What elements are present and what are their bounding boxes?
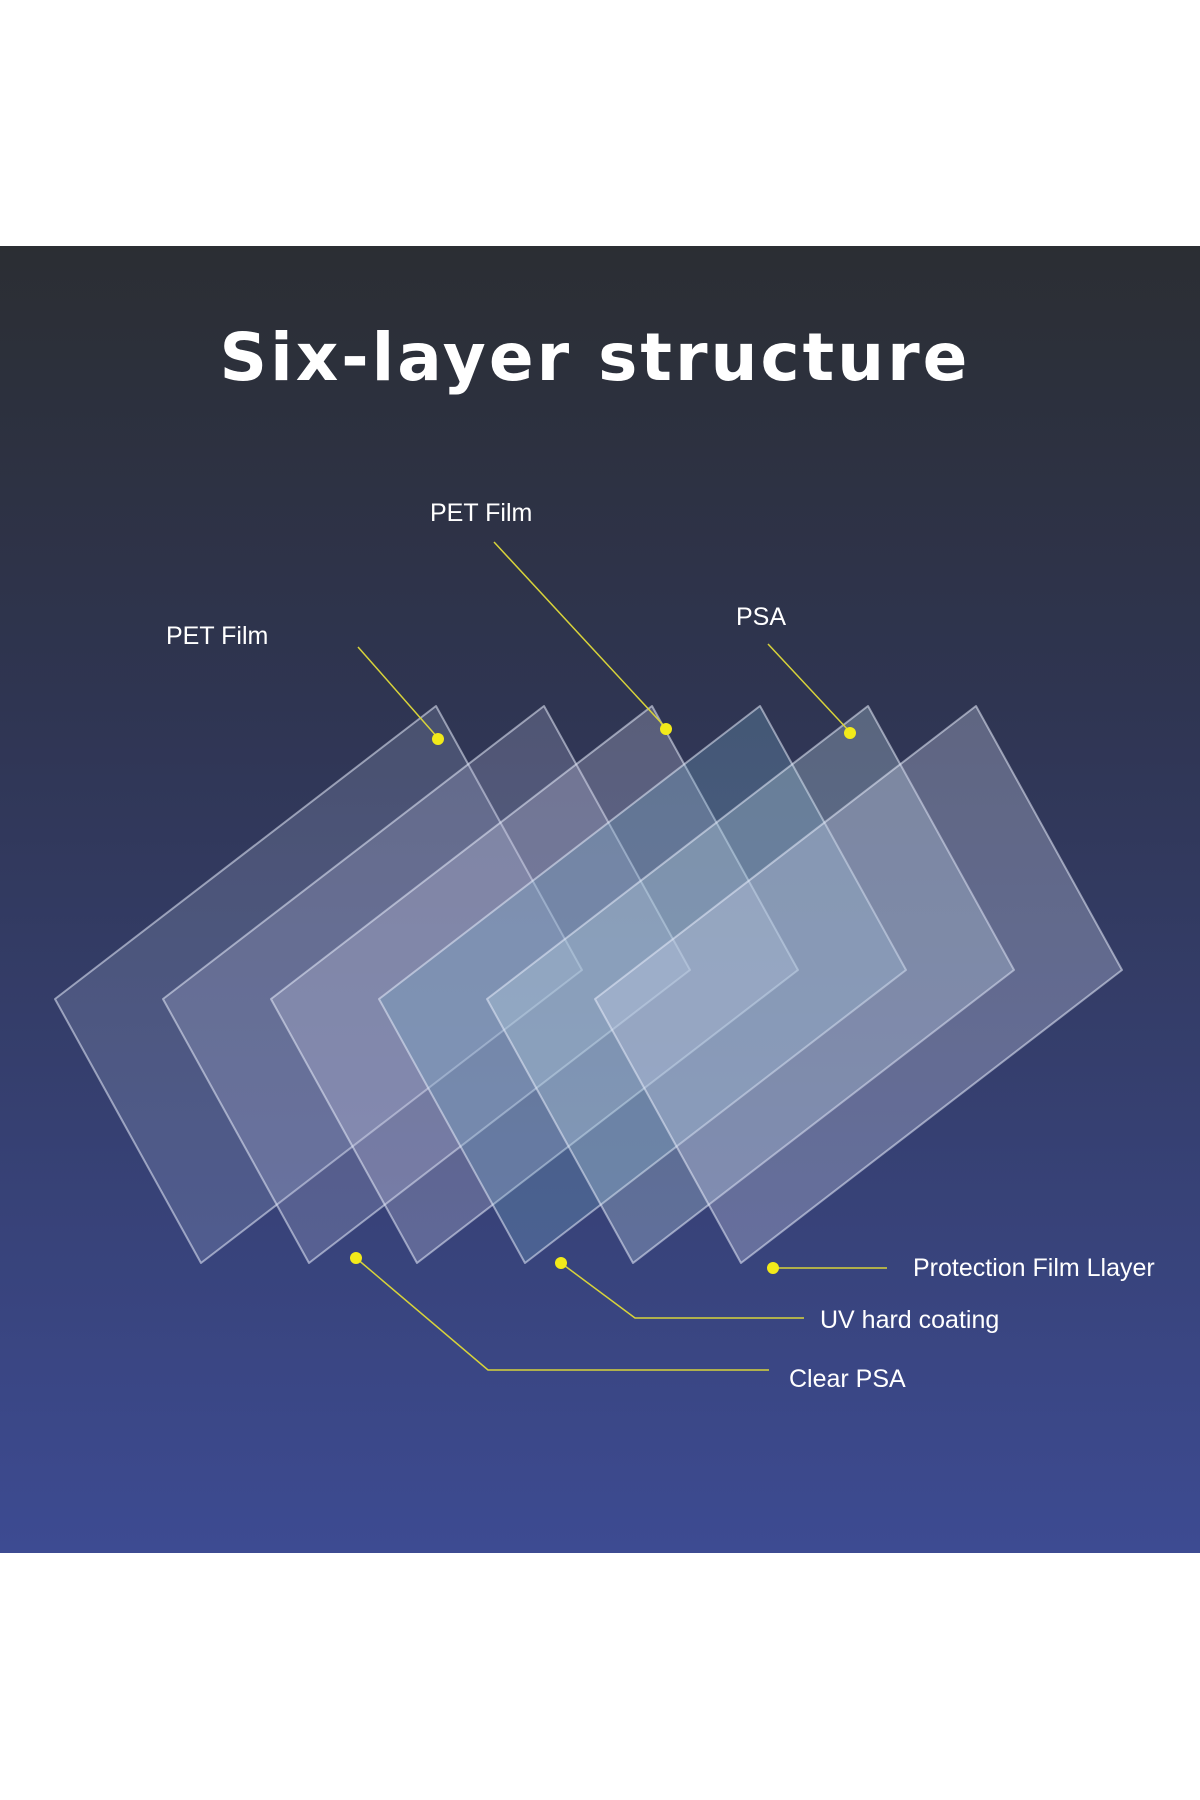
- dot-protection-film: [767, 1262, 779, 1274]
- dot-clear-psa: [350, 1252, 362, 1264]
- layer-pet-film-left: [162, 705, 691, 1264]
- layer-psa: [486, 705, 1015, 1264]
- leader-clear-psa: [355, 1257, 769, 1371]
- label-protection-film: Protection Film Llayer: [913, 1254, 1155, 1282]
- dot-psa: [844, 727, 856, 739]
- title: Six-layer structure: [220, 319, 971, 396]
- layer-uv-coating: [378, 705, 907, 1264]
- layer-clear-psa: [54, 705, 583, 1264]
- label-pet-film-top: PET Film: [430, 499, 532, 527]
- label-clear-psa: Clear PSA: [789, 1365, 906, 1393]
- layer-stack: [54, 705, 1123, 1264]
- dot-pet-film-top: [660, 723, 672, 735]
- leader-psa: [767, 643, 851, 733]
- leader-pet-film-top: [493, 541, 667, 729]
- label-uv-coating: UV hard coating: [820, 1306, 999, 1334]
- leader-lines: [355, 541, 887, 1371]
- dot-uv-coating: [555, 1257, 567, 1269]
- dot-pet-film-left: [432, 733, 444, 745]
- layer-protection-film: [594, 705, 1123, 1264]
- label-psa: PSA: [736, 603, 786, 631]
- marker-dots: [350, 723, 856, 1274]
- label-pet-film-left: PET Film: [166, 622, 268, 650]
- leader-uv-coating: [560, 1262, 804, 1319]
- layer-pet-film-top: [270, 705, 799, 1264]
- background-panel: [0, 246, 1200, 1553]
- leader-pet-film-left: [357, 646, 439, 739]
